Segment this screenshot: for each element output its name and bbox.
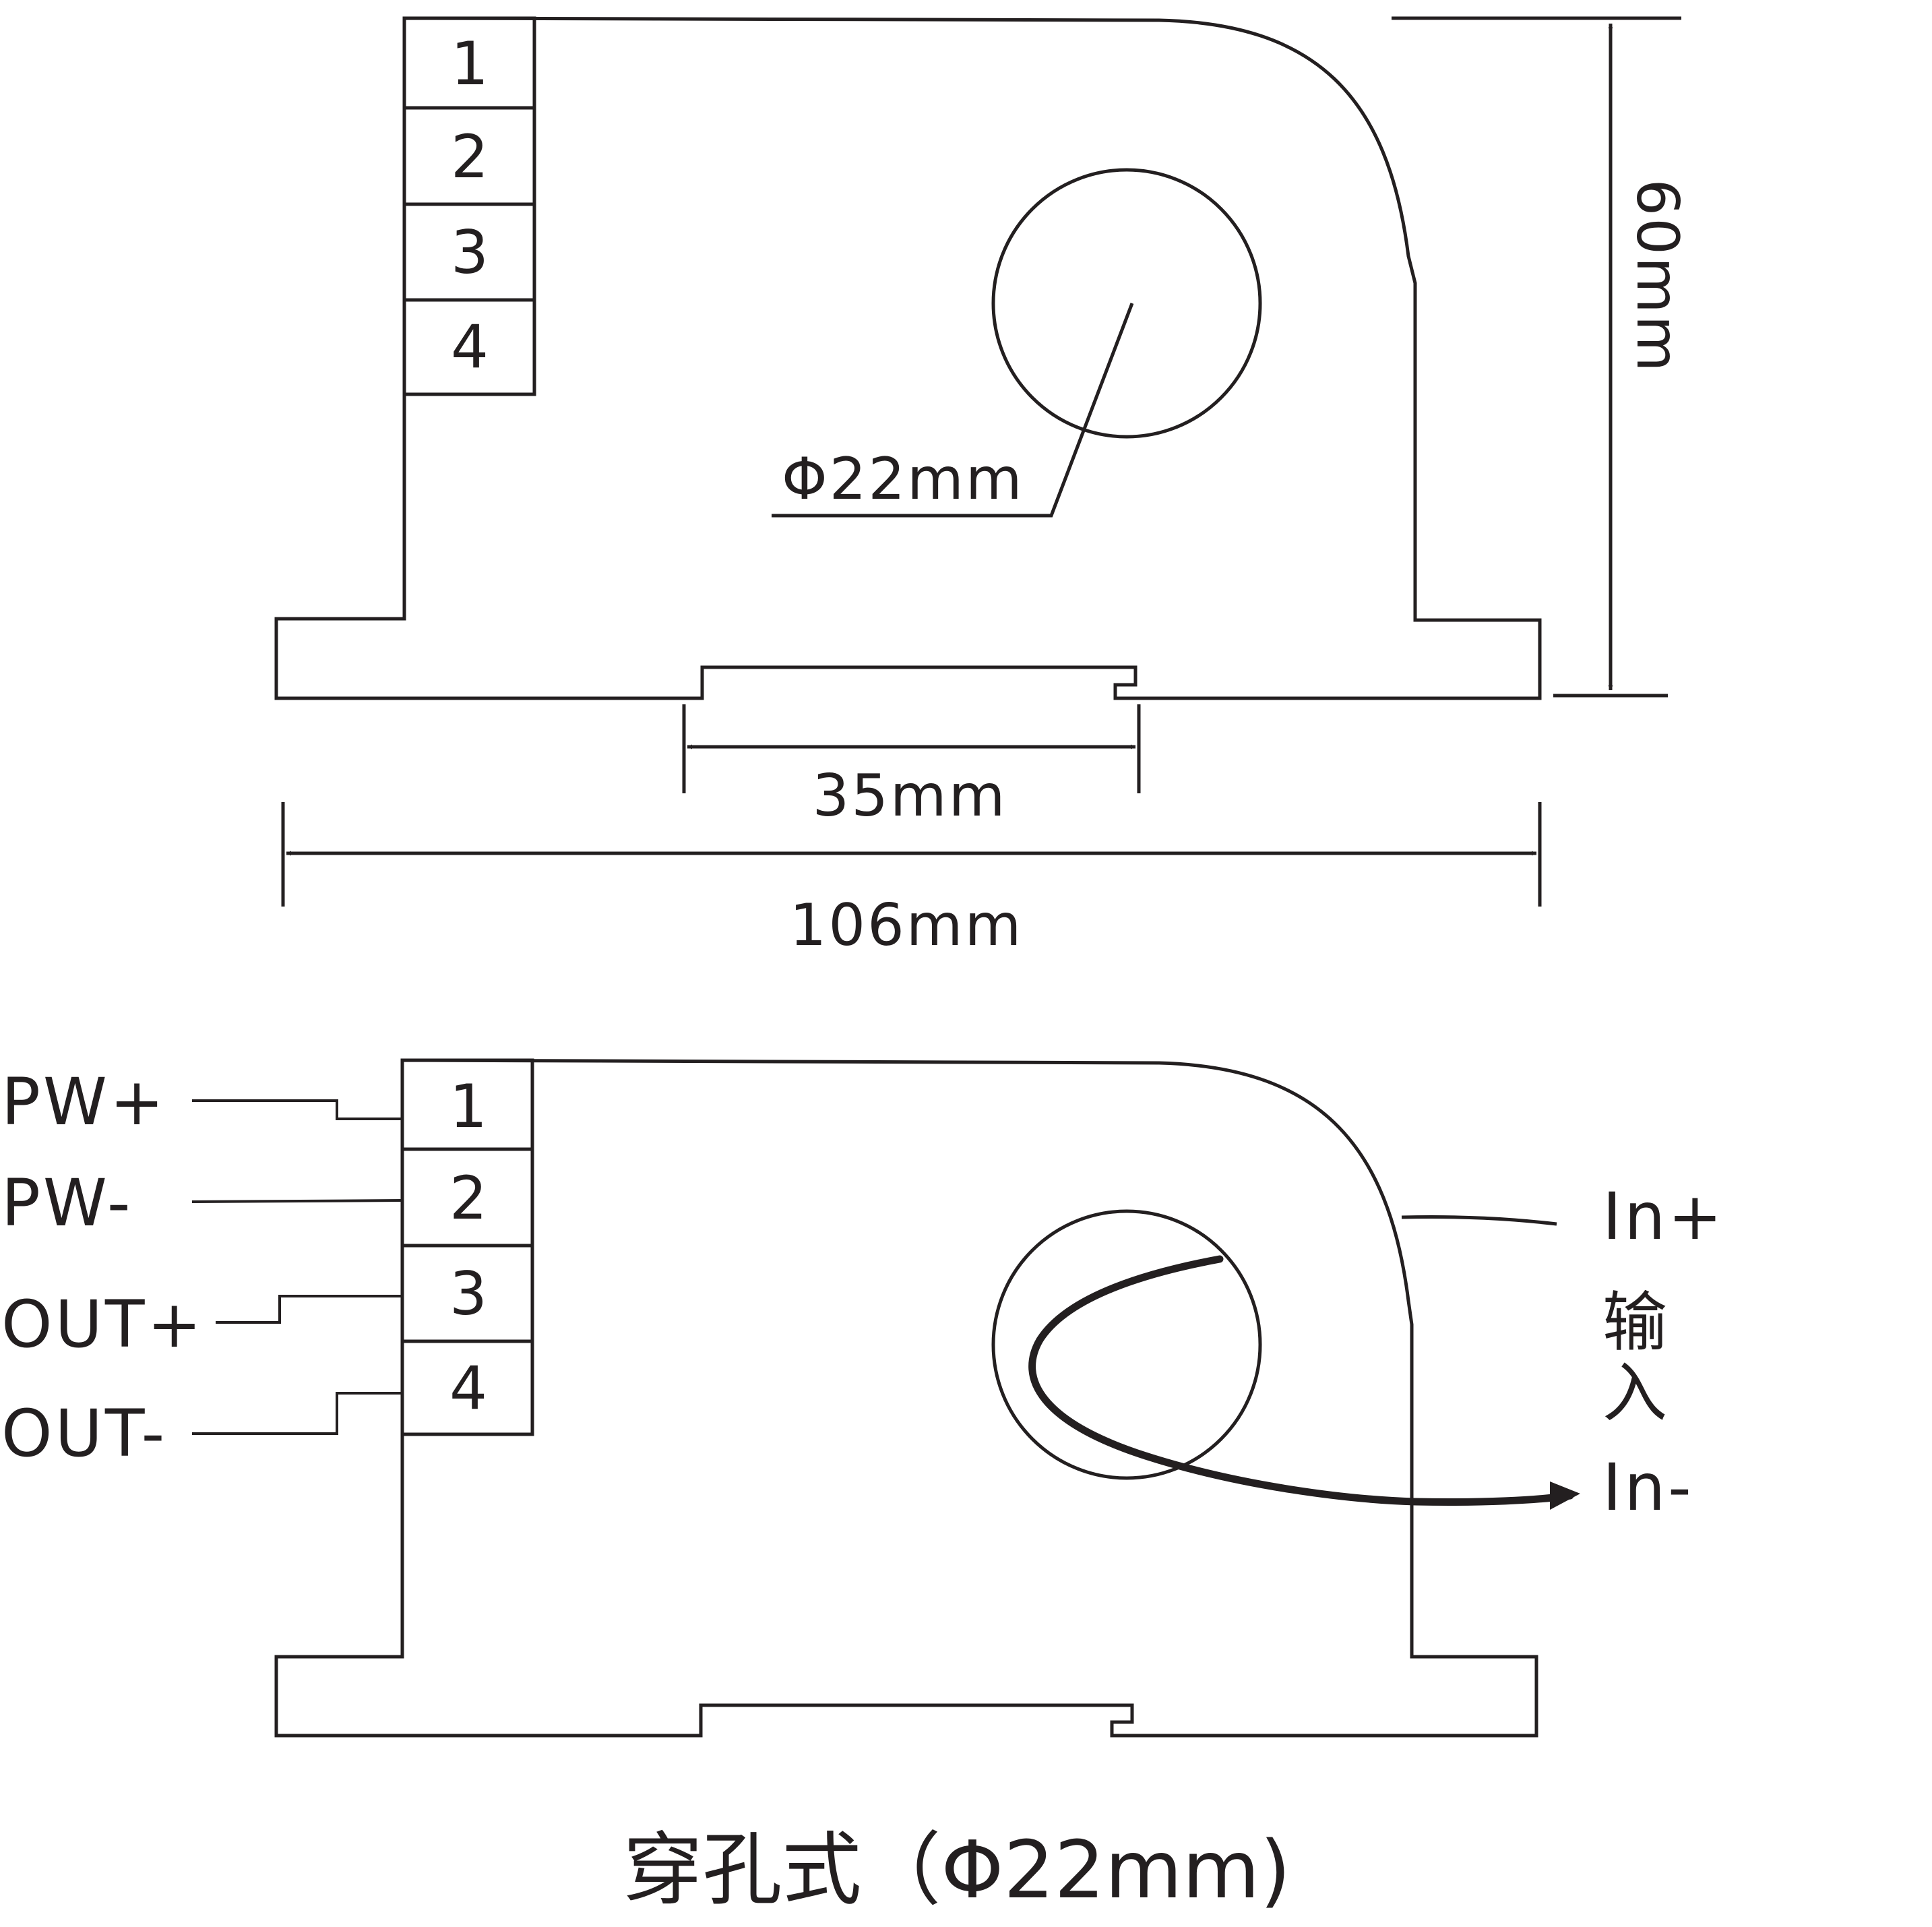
pw-plus-lead [192,1099,402,1120]
pin-label-out-plus: OUT+ [1,1287,204,1362]
input-label-char-2: 入 [1602,1355,1670,1431]
through-hole [991,168,1262,439]
input-minus-label: In- [1602,1450,1694,1525]
wiring-view: 1 2 3 4 PW+ PW- OUT+ OUT- In+ 输 入 In- [1,1058,1725,1738]
hole-diameter-label: Φ22mm [782,446,1024,513]
width-label: 106mm [790,892,1024,959]
sensor-body-outline [274,16,1542,700]
out-minus-lead [192,1392,402,1435]
pin-label-out-minus: OUT- [1,1396,167,1471]
terminal-block [402,16,536,396]
terminal-3: 3 [451,218,489,287]
pin-label-pw-plus: PW+ [1,1064,166,1140]
input-minus-arrowhead [1550,1481,1580,1510]
terminal-2: 2 [451,122,489,191]
wiring-terminal-4: 4 [449,1353,487,1423]
input-plus-label: In+ [1602,1179,1725,1254]
primary-conductor-loop [1028,1255,1574,1506]
wiring-terminal-3: 3 [449,1259,487,1328]
terminal-4: 4 [451,312,489,381]
caption: 穿孔式（Φ22mm) [623,1823,1291,1916]
top-view: 1 2 3 4 Φ22mm 60mm 35mm 106mm [274,16,1691,959]
mount-spacing-label: 35mm [813,762,1007,830]
pw-minus-lead [191,1199,403,1203]
input-wire-plus [1401,1215,1557,1226]
terminal-1: 1 [451,29,489,98]
wiring-terminal-1: 1 [449,1072,487,1141]
pin-label-pw-minus: PW- [1,1165,133,1241]
through-hole-wiring [991,1209,1262,1480]
hole-diameter-leader [772,303,1134,518]
sensor-body-outline-wiring [274,1058,1538,1738]
out-plus-lead [216,1295,402,1324]
wiring-terminal-2: 2 [449,1163,487,1233]
input-label-char-1: 输 [1602,1285,1670,1360]
height-label: 60mm [1623,179,1691,374]
